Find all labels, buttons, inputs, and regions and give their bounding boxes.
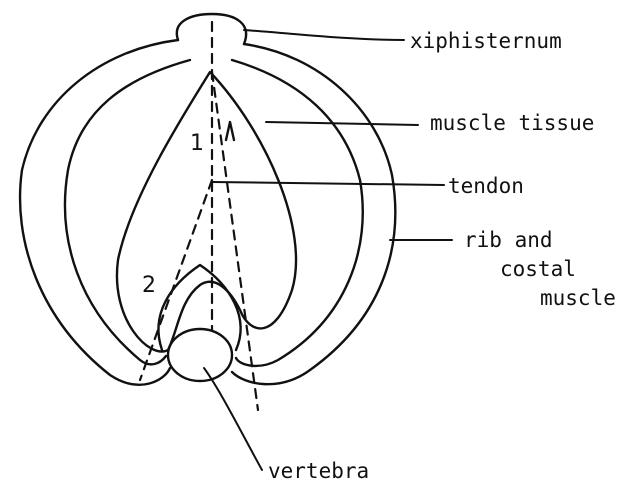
label-rib-line3: muscle (540, 286, 616, 310)
xiphisternum-leader (244, 30, 404, 40)
right-dashed-line (212, 72, 258, 410)
tendon-leader (212, 182, 444, 185)
rib-inner-edge (65, 60, 363, 366)
label-tendon: tendon (448, 174, 524, 198)
label-xiphisternum: xiphisternum (410, 29, 562, 53)
marker-1: 1 (190, 131, 204, 156)
direction-arrow-icon (226, 122, 234, 140)
central-tendon-outline (117, 72, 296, 352)
muscle-tissue-leader (266, 122, 418, 125)
marker-2: 2 (142, 273, 156, 298)
label-muscle-tissue: muscle tissue (430, 111, 594, 135)
label-vertebra: vertebra (268, 459, 369, 483)
label-rib-line2: costal (500, 257, 576, 281)
inner-lobe (158, 265, 240, 350)
rib-outer-edge (20, 40, 395, 385)
vertebra-body (168, 329, 232, 381)
label-rib-line1: rib and (464, 228, 553, 252)
